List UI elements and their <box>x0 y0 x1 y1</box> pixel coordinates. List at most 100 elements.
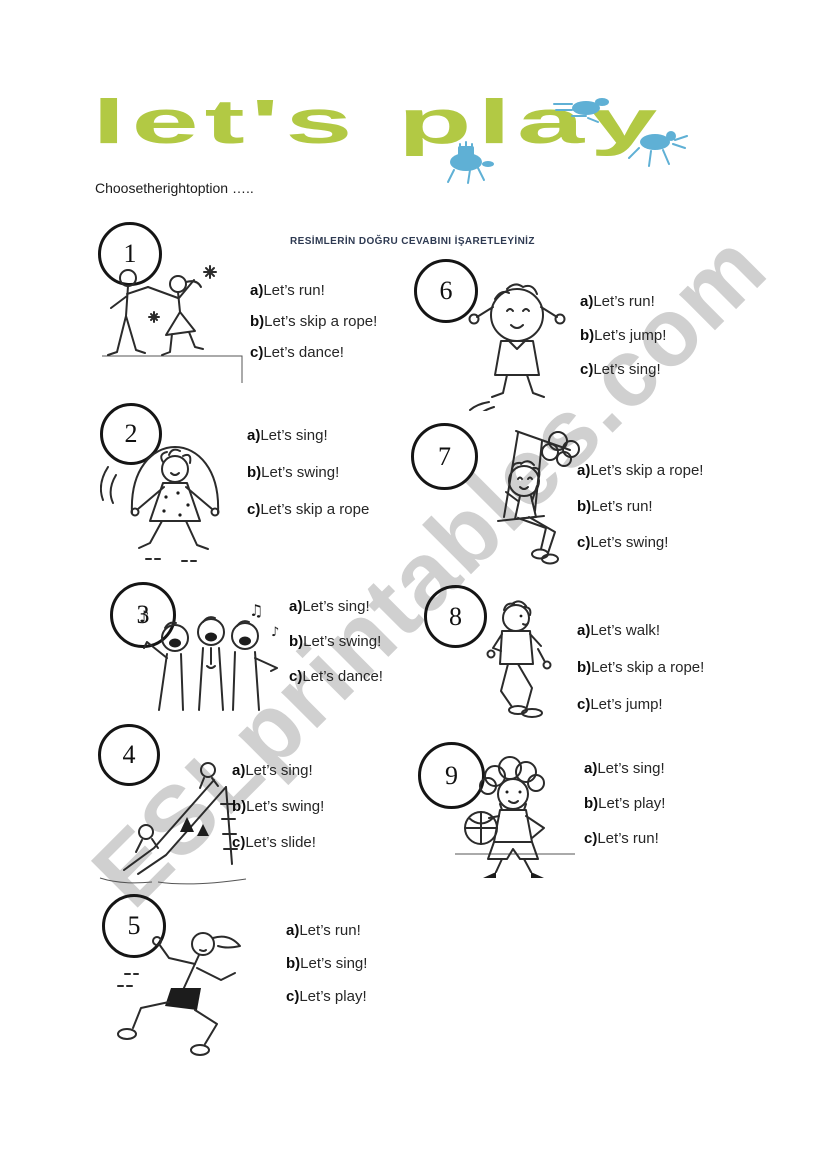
option-letter: b) <box>250 313 265 330</box>
option-text: Let’s dance! <box>263 344 344 361</box>
children-on-slide-illustration <box>92 752 257 890</box>
option-text: Let’s sing! <box>302 598 370 615</box>
question-number: 4 <box>122 740 136 769</box>
option-row: b)Let’s sing! <box>286 955 367 988</box>
question-number-circle: 6 <box>414 259 478 323</box>
question-number-circle: 7 <box>411 423 478 490</box>
option-letter: c) <box>584 830 598 847</box>
question-7: 7 a)Let’s skip a rope! b)Let’s run! c)Le <box>410 420 790 580</box>
blue-alien-icon <box>440 140 498 186</box>
girl-running-illustration <box>103 916 273 1058</box>
option-row: a)Let’s sing! <box>289 598 383 633</box>
option-letter: b) <box>247 464 262 481</box>
title-block: let's play <box>92 92 732 177</box>
option-text: Let’s play! <box>598 795 666 812</box>
option-text: Let’s run! <box>591 498 653 515</box>
option-text: Let’s skip a rope! <box>590 462 704 479</box>
question-number: 1 <box>123 239 137 268</box>
option-row: b)Let’s skip a rope! <box>577 659 704 696</box>
option-row: c)Let’s slide! <box>232 834 324 870</box>
option-letter: a) <box>577 622 591 639</box>
option-letter: a) <box>250 282 264 299</box>
option-letter: c) <box>232 834 246 851</box>
option-row: b)Let’s swing! <box>289 633 383 668</box>
boy-walking-illustration <box>460 594 572 730</box>
options-list: a)Let’s sing! b)Let’s swing! c)Let’s dan… <box>289 598 383 703</box>
question-number: 8 <box>449 601 462 631</box>
boy-with-basketball-illustration <box>447 754 582 886</box>
option-text: Let’s slide! <box>245 834 316 851</box>
option-text: Let’s run! <box>263 282 325 299</box>
option-letter: a) <box>289 598 303 615</box>
option-row: b)Let’s swing! <box>232 798 324 834</box>
question-number-circle: 5 <box>102 894 166 958</box>
svg-text:♪: ♪ <box>271 625 279 640</box>
question-8: 8 a)Let’s walk! b)Let’s skip a rope! c)L… <box>422 582 802 742</box>
worksheet-instruction-tr: RESİMLERİN DOĞRU CEVABINI İŞARETLEYİNİZ <box>290 236 535 247</box>
options-list: a)Let’s run! b)Let’s skip a rope! c)Let’… <box>250 282 377 375</box>
question-number: 6 <box>439 276 453 305</box>
options-list: a)Let’s walk! b)Let’s skip a rope! c)Let… <box>577 622 704 733</box>
option-letter: a) <box>247 427 261 444</box>
svg-text:♪: ♪ <box>139 607 149 626</box>
option-text: Let’s sing! <box>597 760 665 777</box>
option-row: a)Let’s sing! <box>247 427 369 464</box>
option-text: Let’s jump! <box>594 327 667 344</box>
worksheet-instruction-en: Choosetherightoption ….. <box>95 180 254 196</box>
option-text: Let’s jump! <box>590 696 663 713</box>
question-number-circle: 1 <box>98 222 162 286</box>
option-text: Let’s sing! <box>593 361 661 378</box>
option-text: Let’s run! <box>593 293 655 310</box>
option-letter: a) <box>580 293 594 310</box>
question-number-circle: 9 <box>418 742 485 809</box>
girl-skipping-rope-illustration <box>100 417 250 569</box>
children-singing-illustration: ♪ ♫ ♪ <box>133 600 291 712</box>
blue-dragonfly-icon <box>552 94 612 124</box>
option-row: c)Let’s run! <box>584 830 665 865</box>
option-letter: a) <box>232 762 246 779</box>
question-1: 1 a)Let’s run! b)Let’s skip a rope! c)Le… <box>85 216 465 391</box>
question-number-circle: 4 <box>98 724 160 786</box>
option-text: Let’s sing! <box>260 427 328 444</box>
option-text: Let’s walk! <box>590 622 661 639</box>
question-4: 4 a)Let’s sing! b)Let’s swing! c)Let’s s… <box>72 718 452 888</box>
boy-jumping-illustration <box>457 277 579 411</box>
question-number: 5 <box>127 911 141 940</box>
option-row: b)Let’s skip a rope! <box>250 313 377 344</box>
option-letter: a) <box>286 922 300 939</box>
options-list: a)Let’s skip a rope! b)Let’s run! c)Let’… <box>577 462 703 570</box>
option-text: Let’s dance! <box>302 668 383 685</box>
options-list: a)Let’s run! b)Let’s sing! c)Let’s play! <box>286 922 367 1021</box>
question-number-circle: 2 <box>100 403 162 465</box>
blue-fairy-icon <box>625 124 691 170</box>
dancing-couple-illustration <box>90 256 250 384</box>
option-row: c)Let’s play! <box>286 988 367 1021</box>
option-row: a)Let’s walk! <box>577 622 704 659</box>
options-list: a)Let’s run! b)Let’s jump! c)Let’s sing! <box>580 293 666 395</box>
question-number: 7 <box>438 441 451 471</box>
question-9: 9 a)Let’s sing! b)L <box>415 738 795 898</box>
option-row: a)Let’s sing! <box>584 760 665 795</box>
options-list: a)Let’s sing! b)Let’s swing! c)Let’s sli… <box>232 762 324 870</box>
question-number-circle: 8 <box>424 585 487 648</box>
option-text: Let’s sing! <box>245 762 313 779</box>
option-row: a)Let’s run! <box>286 922 367 955</box>
option-row: c)Let’s jump! <box>577 696 704 733</box>
option-letter: b) <box>584 795 599 812</box>
option-letter: b) <box>577 498 592 515</box>
option-text: Let’s swing! <box>303 633 382 650</box>
question-number: 3 <box>136 600 150 629</box>
question-3: 3 ♪ ♫ ♪ a)Let’s sing! b)Let’s swing! c)L… <box>105 578 485 723</box>
option-letter: b) <box>232 798 247 815</box>
options-list: a)Let’s sing! b)Let’s play! c)Let’s run! <box>584 760 665 865</box>
question-6: 6 a)Let’s run! b)Let’s jump! c)Let’s sin… <box>412 255 792 415</box>
option-row: b)Let’s jump! <box>580 327 666 361</box>
option-row: a)Let’s sing! <box>232 762 324 798</box>
option-letter: c) <box>286 988 300 1005</box>
question-5: 5 a)Let’s run! b)Let’s sing! c)Let’s pla… <box>95 888 475 1063</box>
option-row: b)Let’s run! <box>577 498 703 534</box>
option-row: b)Let’s play! <box>584 795 665 830</box>
option-row: c)Let’s dance! <box>289 668 383 703</box>
question-2: 2 a)Let’s sing! b)Let’s swing! <box>85 395 465 575</box>
option-letter: b) <box>286 955 301 972</box>
